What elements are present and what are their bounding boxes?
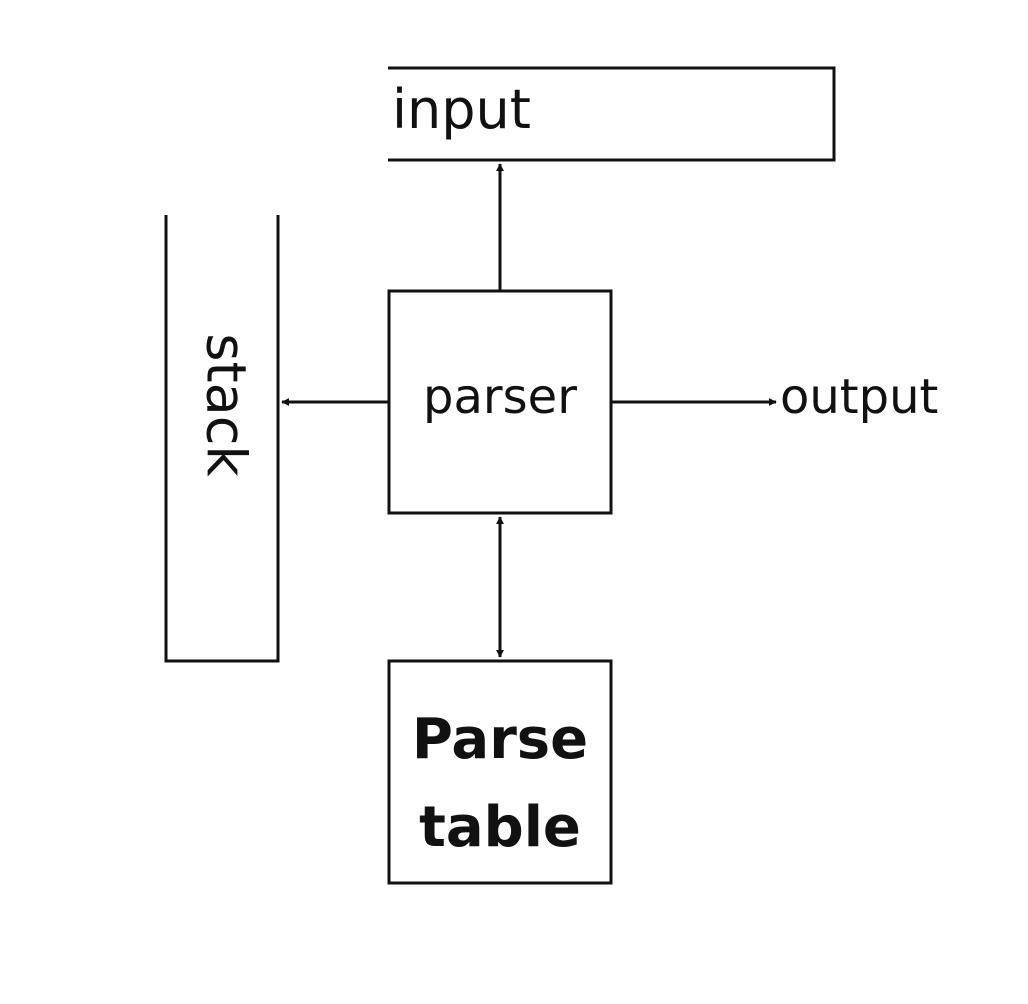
parser-label: parser bbox=[423, 369, 577, 425]
parse-table-label-line1: Parse bbox=[412, 707, 588, 772]
output-label: output bbox=[780, 369, 938, 425]
stack: stack bbox=[164, 215, 280, 663]
input-label: input bbox=[392, 78, 531, 141]
parse-table-box: Parse table bbox=[387, 659, 613, 885]
stack-label: stack bbox=[194, 333, 257, 477]
input-buffer: input bbox=[388, 66, 836, 162]
parse-table-label-line2: table bbox=[419, 795, 581, 860]
parser-box: parser bbox=[387, 289, 613, 515]
